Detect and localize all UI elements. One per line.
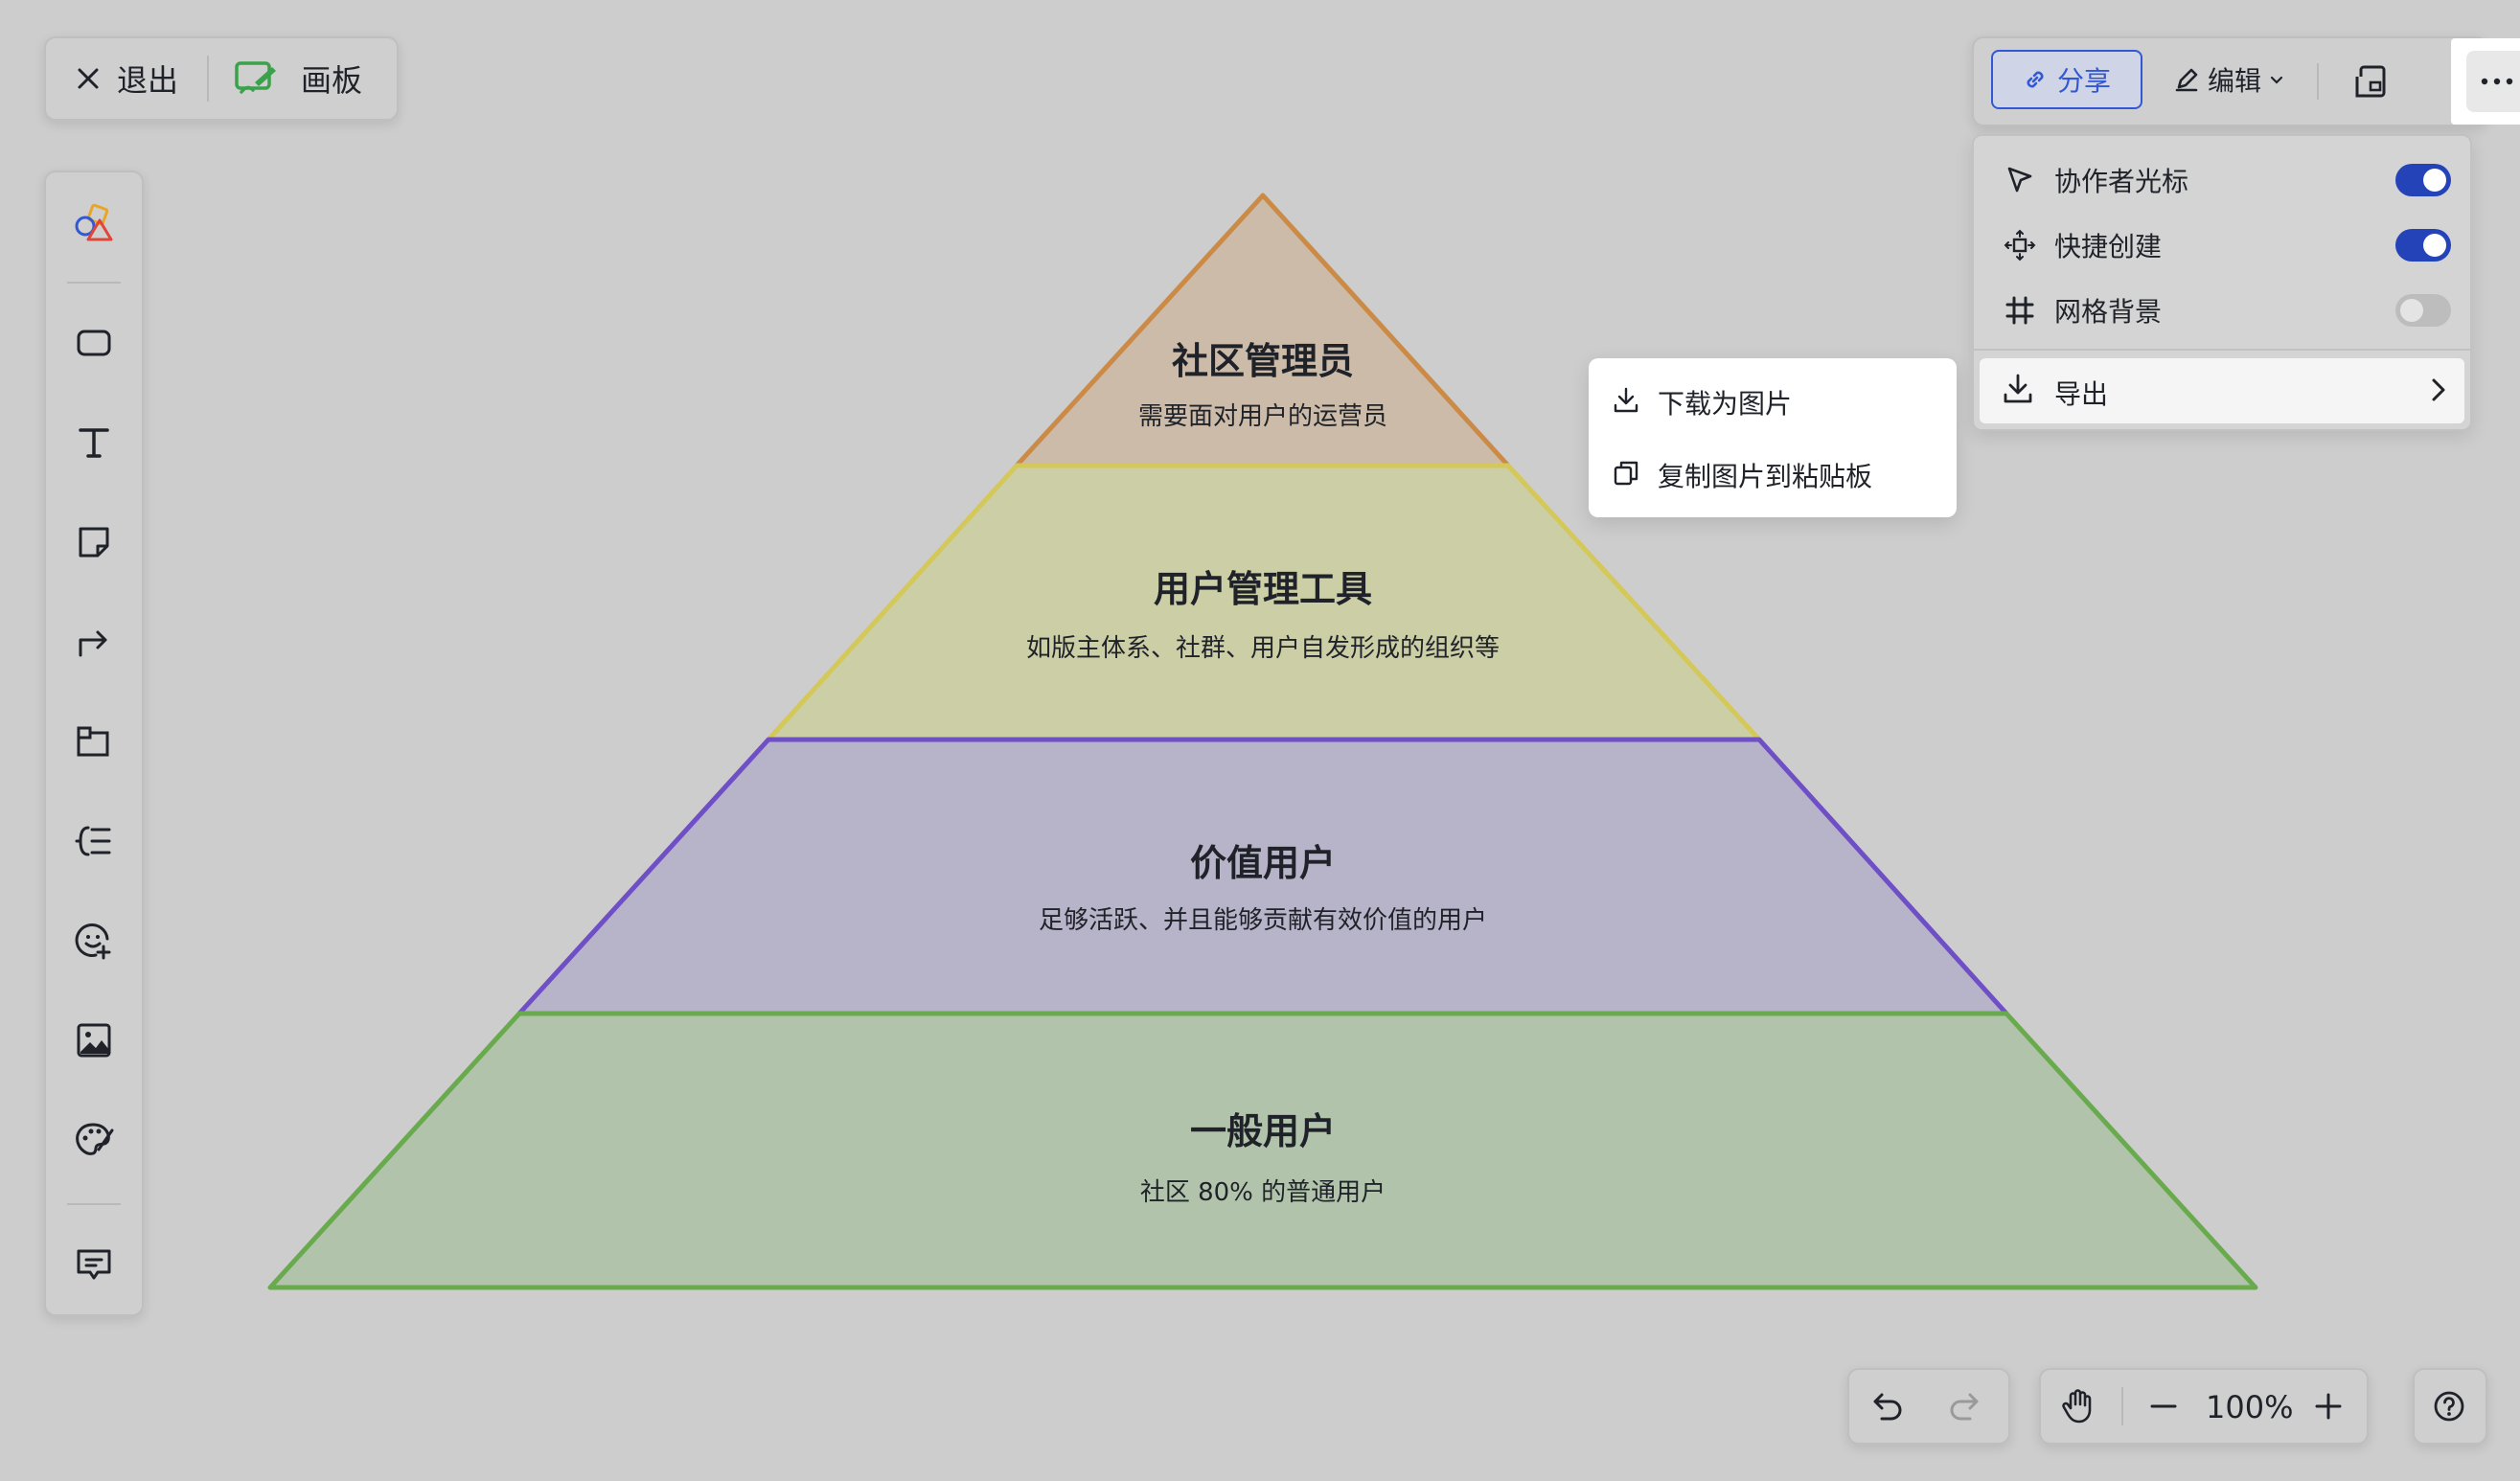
tool-rectangle[interactable]: [63, 312, 125, 374]
board-button[interactable]: 画板: [209, 38, 362, 119]
layer-title-community-admin: 社区管理员: [1171, 340, 1355, 382]
top-left-bar: 退出 画板: [44, 36, 399, 121]
layer-desc-user-tools: 如版主体系、社群、用户自发形成的组织等: [1025, 634, 1501, 663]
setting-grid-background[interactable]: 网格背景: [1974, 278, 2470, 343]
tool-comment[interactable]: [63, 1234, 125, 1295]
sticky-note-icon: [75, 523, 113, 561]
comment-icon: [75, 1245, 113, 1284]
setting-label: 网格背景: [2054, 296, 2163, 328]
chevron-down-icon: [2269, 72, 2284, 87]
toolbar-divider: [67, 282, 121, 284]
quick-create-icon: [2001, 226, 2039, 264]
tool-shapes[interactable]: [63, 194, 125, 255]
share-button[interactable]: 分享: [1991, 50, 2142, 109]
tool-image[interactable]: [63, 1010, 125, 1071]
hand-icon: [2059, 1388, 2096, 1424]
quick-create-toggle[interactable]: [2395, 229, 2451, 262]
history-controls: [1847, 1368, 2010, 1445]
grid-icon: [2001, 291, 2039, 330]
hand-tool-button[interactable]: [2047, 1376, 2108, 1437]
link-icon: [2023, 67, 2048, 92]
section-icon: [75, 722, 113, 761]
layer-desc-community-admin: 需要面对用户的运营员: [1137, 402, 1388, 431]
setting-quick-create[interactable]: 快捷创建: [1974, 213, 2470, 278]
redo-icon: [1947, 1389, 1982, 1424]
menu-divider: [1974, 349, 2470, 351]
undo-button[interactable]: [1857, 1376, 1918, 1437]
view-controls: 100%: [2039, 1368, 2369, 1445]
shapes-icon: [73, 203, 115, 245]
palette-icon: [74, 1121, 114, 1159]
exit-button[interactable]: 退出: [46, 38, 207, 119]
rectangle-icon: [75, 324, 113, 362]
toolbar-divider: [67, 1203, 121, 1205]
grid-background-toggle[interactable]: [2395, 294, 2451, 327]
download-icon: [1612, 386, 1640, 419]
setting-label: 协作者光标: [2054, 166, 2189, 197]
exit-label: 退出: [117, 62, 179, 99]
document-icon: [2353, 63, 2390, 100]
tool-mindmap[interactable]: [63, 810, 125, 872]
connector-icon: [75, 623, 113, 661]
tool-text[interactable]: [63, 412, 125, 473]
top-right-bar: 分享 编辑: [1972, 36, 2520, 126]
export-label: 导出: [2054, 378, 2109, 410]
tool-palette[interactable]: [63, 1109, 125, 1171]
close-icon: [75, 65, 102, 92]
topbar-divider: [207, 56, 210, 102]
help-button[interactable]: [2418, 1376, 2480, 1437]
more-options-button[interactable]: [2451, 38, 2520, 125]
export-submenu: 下载为图片 复制图片到粘贴板: [1589, 358, 1957, 517]
undo-icon: [1870, 1389, 1905, 1424]
layer-desc-value-users: 足够活跃、并且能够贡献有效价值的用户: [1038, 906, 1488, 935]
download-image-label: 下载为图片: [1658, 388, 1793, 420]
pyramid-layer-4[interactable]: [267, 1011, 2258, 1290]
layer-title-value-users: 价值用户: [1189, 842, 1337, 884]
copy-image-label: 复制图片到粘贴板: [1658, 461, 1873, 492]
text-icon: [75, 423, 113, 462]
mindmap-icon: [75, 822, 113, 860]
cursor-icon: [2001, 161, 2039, 199]
share-label: 分享: [2056, 65, 2111, 97]
tool-sticky-note[interactable]: [63, 512, 125, 573]
left-toolbar: [44, 171, 144, 1316]
zoom-out-button[interactable]: [2133, 1376, 2194, 1437]
redo-button[interactable]: [1934, 1376, 1995, 1437]
copy-image-to-clipboard-item[interactable]: 复制图片到粘贴板: [1589, 439, 1957, 512]
copy-icon: [1612, 459, 1640, 491]
document-view-button[interactable]: [2342, 52, 2401, 111]
zoom-in-button[interactable]: [2298, 1376, 2359, 1437]
setting-label: 快捷创建: [2054, 231, 2163, 262]
edit-mode-button[interactable]: 编辑: [2173, 50, 2284, 109]
image-icon: [75, 1021, 113, 1059]
board-label: 画板: [301, 62, 363, 99]
more-options-menu: 协作者光标 快捷创建 网格背景 导出: [1972, 134, 2472, 431]
header-divider: [2317, 63, 2319, 100]
help-controls: [2413, 1368, 2487, 1445]
view-divider: [2121, 1387, 2123, 1425]
pencil-icon: [2173, 66, 2200, 93]
export-menu-item[interactable]: 导出: [1980, 358, 2464, 423]
chevron-right-icon: [2428, 376, 2449, 408]
more-horizontal-icon: [2480, 77, 2514, 86]
plus-icon: [2313, 1391, 2344, 1422]
zoom-level[interactable]: 100%: [2206, 1389, 2294, 1425]
tool-section[interactable]: [63, 711, 125, 772]
tool-connector[interactable]: [63, 611, 125, 672]
emoji-add-icon: [75, 922, 113, 960]
download-as-image-item[interactable]: 下载为图片: [1589, 366, 1957, 439]
tool-sticker[interactable]: [63, 910, 125, 971]
help-icon: [2432, 1389, 2466, 1424]
download-icon: [2001, 372, 2035, 410]
layer-desc-general-users: 社区 80% 的普通用户: [1139, 1178, 1386, 1207]
minus-icon: [2148, 1391, 2179, 1422]
setting-collaborator-cursor[interactable]: 协作者光标: [1974, 148, 2470, 213]
layer-title-user-tools: 用户管理工具: [1153, 568, 1373, 610]
layer-title-general-users: 一般用户: [1189, 1110, 1337, 1152]
edit-label: 编辑: [2208, 65, 2262, 97]
board-icon: [234, 59, 278, 98]
collaborator-cursor-toggle[interactable]: [2395, 164, 2451, 196]
